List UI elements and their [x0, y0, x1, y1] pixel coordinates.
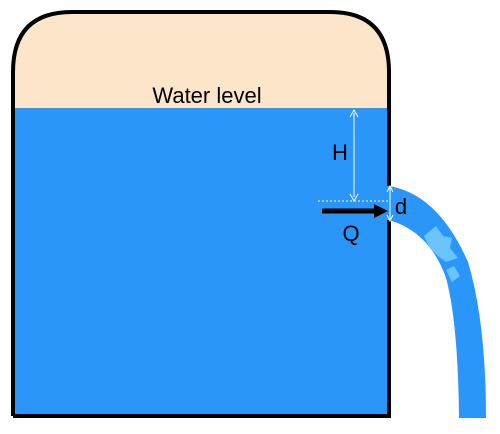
- head-arrow-top: [349, 108, 359, 118]
- tank-air-space: [13, 12, 389, 108]
- tank-water: [13, 108, 389, 416]
- tank-outline: [13, 220, 391, 418]
- flow-label: Q: [342, 221, 359, 246]
- water-jet: [389, 186, 486, 418]
- diameter-arrow-bottom: [386, 214, 394, 223]
- head-label: H: [332, 140, 348, 165]
- diameter-arrow-top: [386, 184, 394, 193]
- tank-outline: [11, 10, 391, 416]
- water-jet-highlight: [424, 226, 458, 262]
- flow-arrow-head: [374, 204, 388, 218]
- water-jet-highlight: [446, 266, 460, 282]
- water-level-label: Water level: [152, 83, 261, 108]
- diameter-label: d: [395, 194, 407, 219]
